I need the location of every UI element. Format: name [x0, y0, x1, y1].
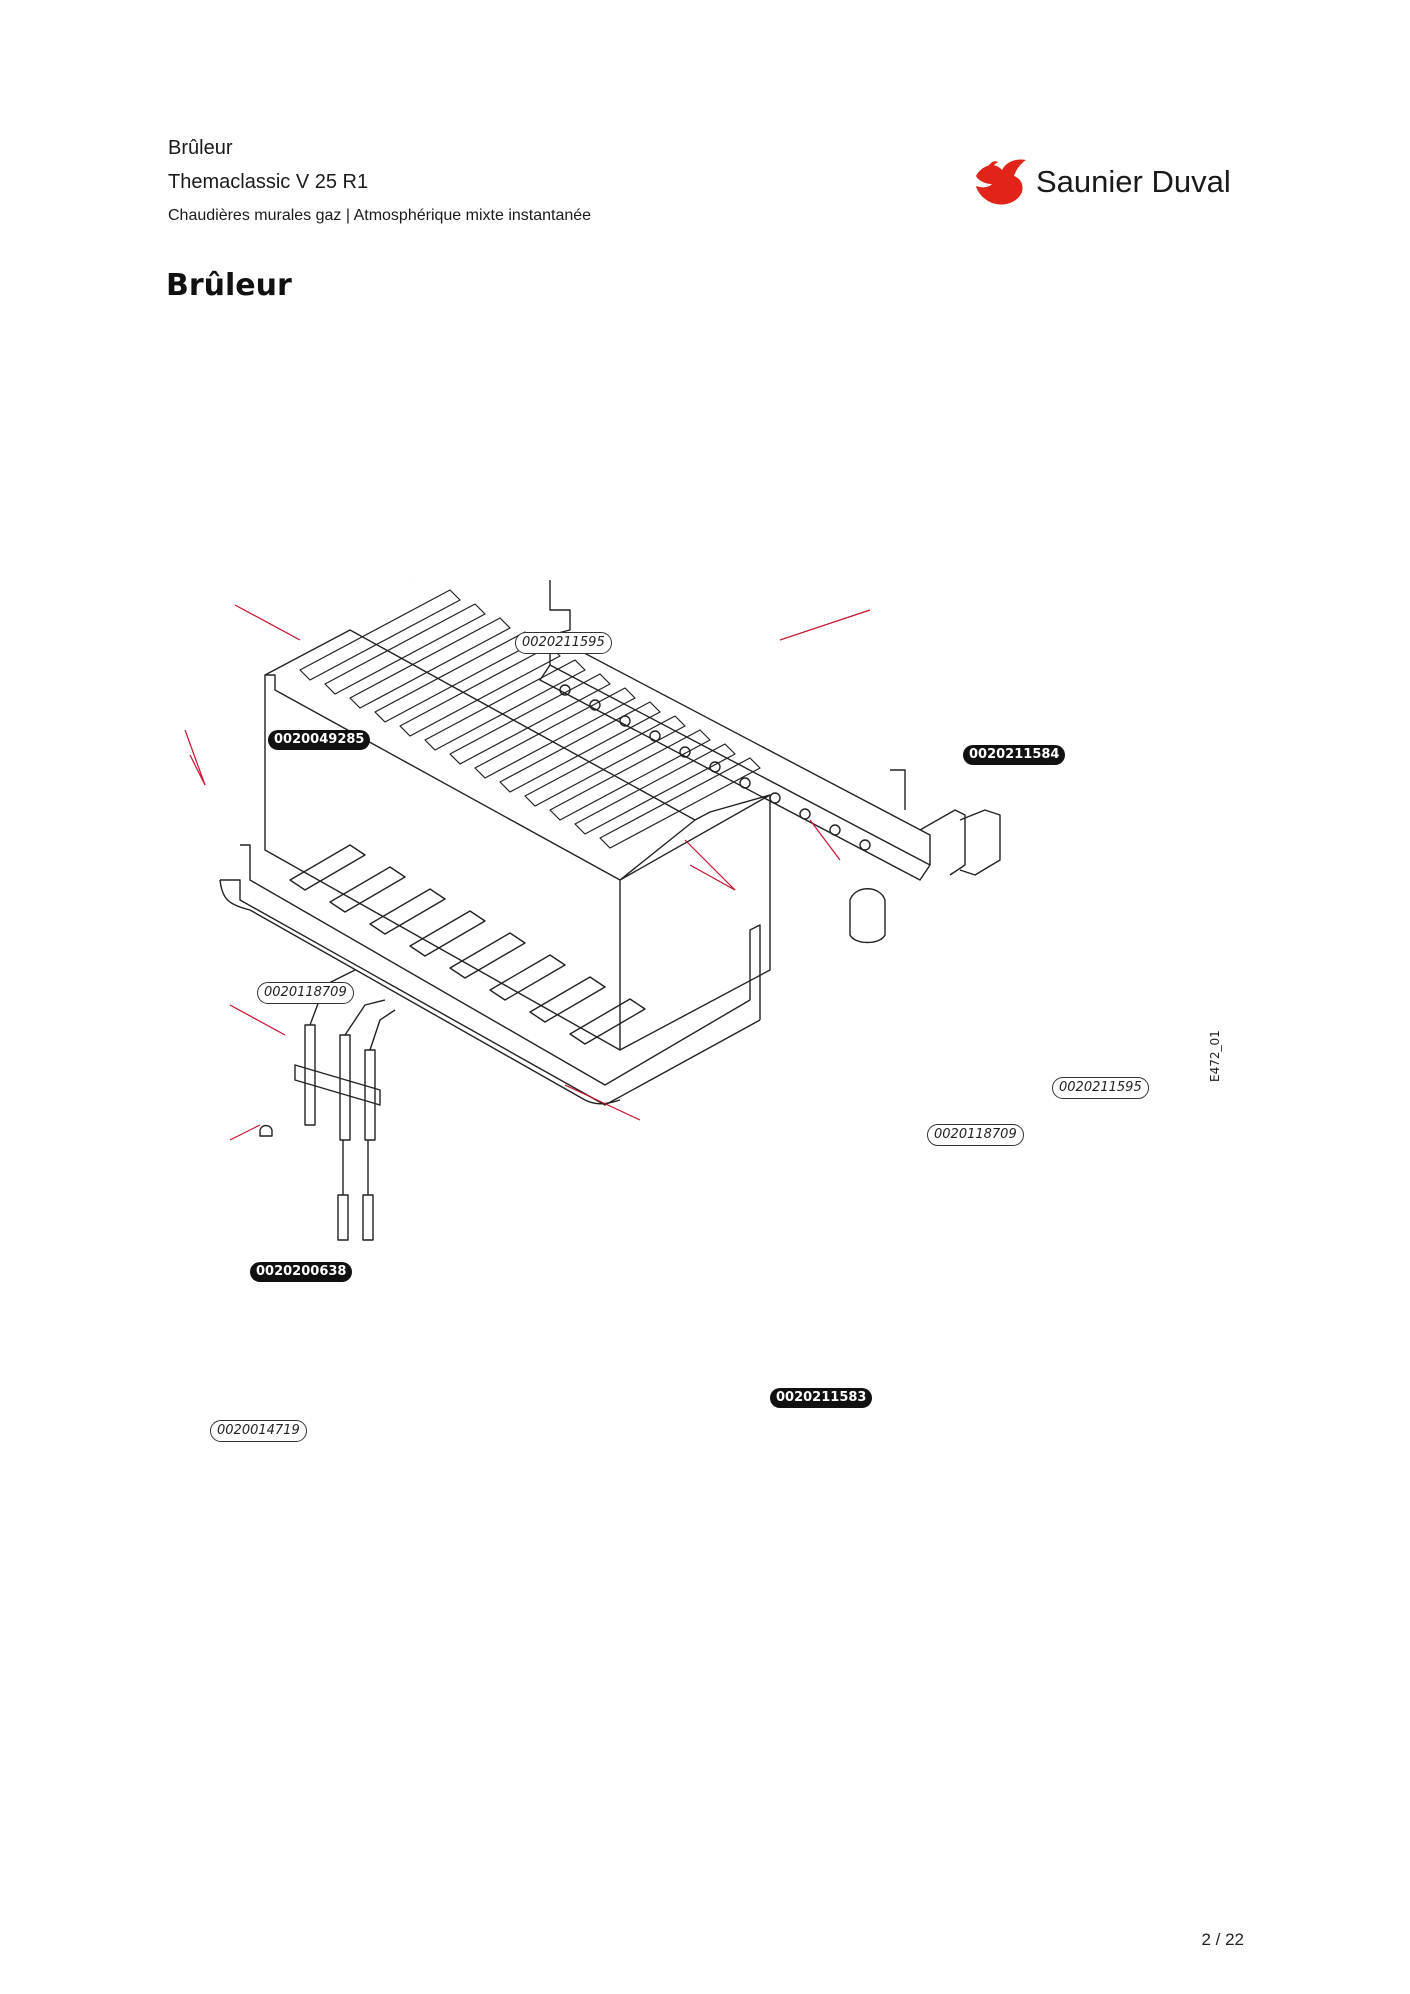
callout-part[interactable]: 0020211584 — [963, 745, 1066, 765]
leader-lines — [184, 564, 871, 1141]
callout-part[interactable]: 0020049285 — [268, 730, 371, 750]
ignition-electrode-assembly — [259, 969, 396, 1241]
header-model: Themaclassic V 25 R1 — [168, 171, 369, 193]
brand-logo: Saunier Duval — [972, 156, 1252, 208]
bird-logo-icon — [976, 159, 1026, 205]
exploded-view-diagram: 0020211595 0020049285 0020211584 0020118… — [150, 564, 1260, 1590]
header-category: Brûleur — [168, 137, 233, 159]
callout-part[interactable]: 0020211595 — [1052, 1077, 1149, 1099]
callout-part[interactable]: 0020211583 — [770, 1388, 873, 1408]
page-title: Brûleur — [166, 268, 292, 303]
burner-body — [264, 629, 771, 1051]
callout-part[interactable]: 0020211595 — [515, 632, 612, 654]
callout-part[interactable]: 0020200638 — [250, 1262, 353, 1282]
header-subtitle: Chaudières murales gaz | Atmosphérique m… — [168, 207, 592, 224]
burner-ramps — [299, 589, 761, 849]
figure-code: E472_01 — [1208, 1030, 1222, 1082]
combustion-tray — [219, 844, 761, 1106]
callout-part[interactable]: 0020014719 — [210, 1420, 307, 1442]
callout-part[interactable]: 0020118709 — [927, 1124, 1024, 1146]
callout-part[interactable]: 0020118709 — [257, 982, 354, 1004]
brand-name: Saunier Duval — [1036, 164, 1231, 199]
page-number: 2 / 22 — [1201, 1930, 1244, 1949]
burner-exploded-drawing — [184, 564, 1001, 1241]
gas-manifold-rail — [535, 574, 1001, 944]
